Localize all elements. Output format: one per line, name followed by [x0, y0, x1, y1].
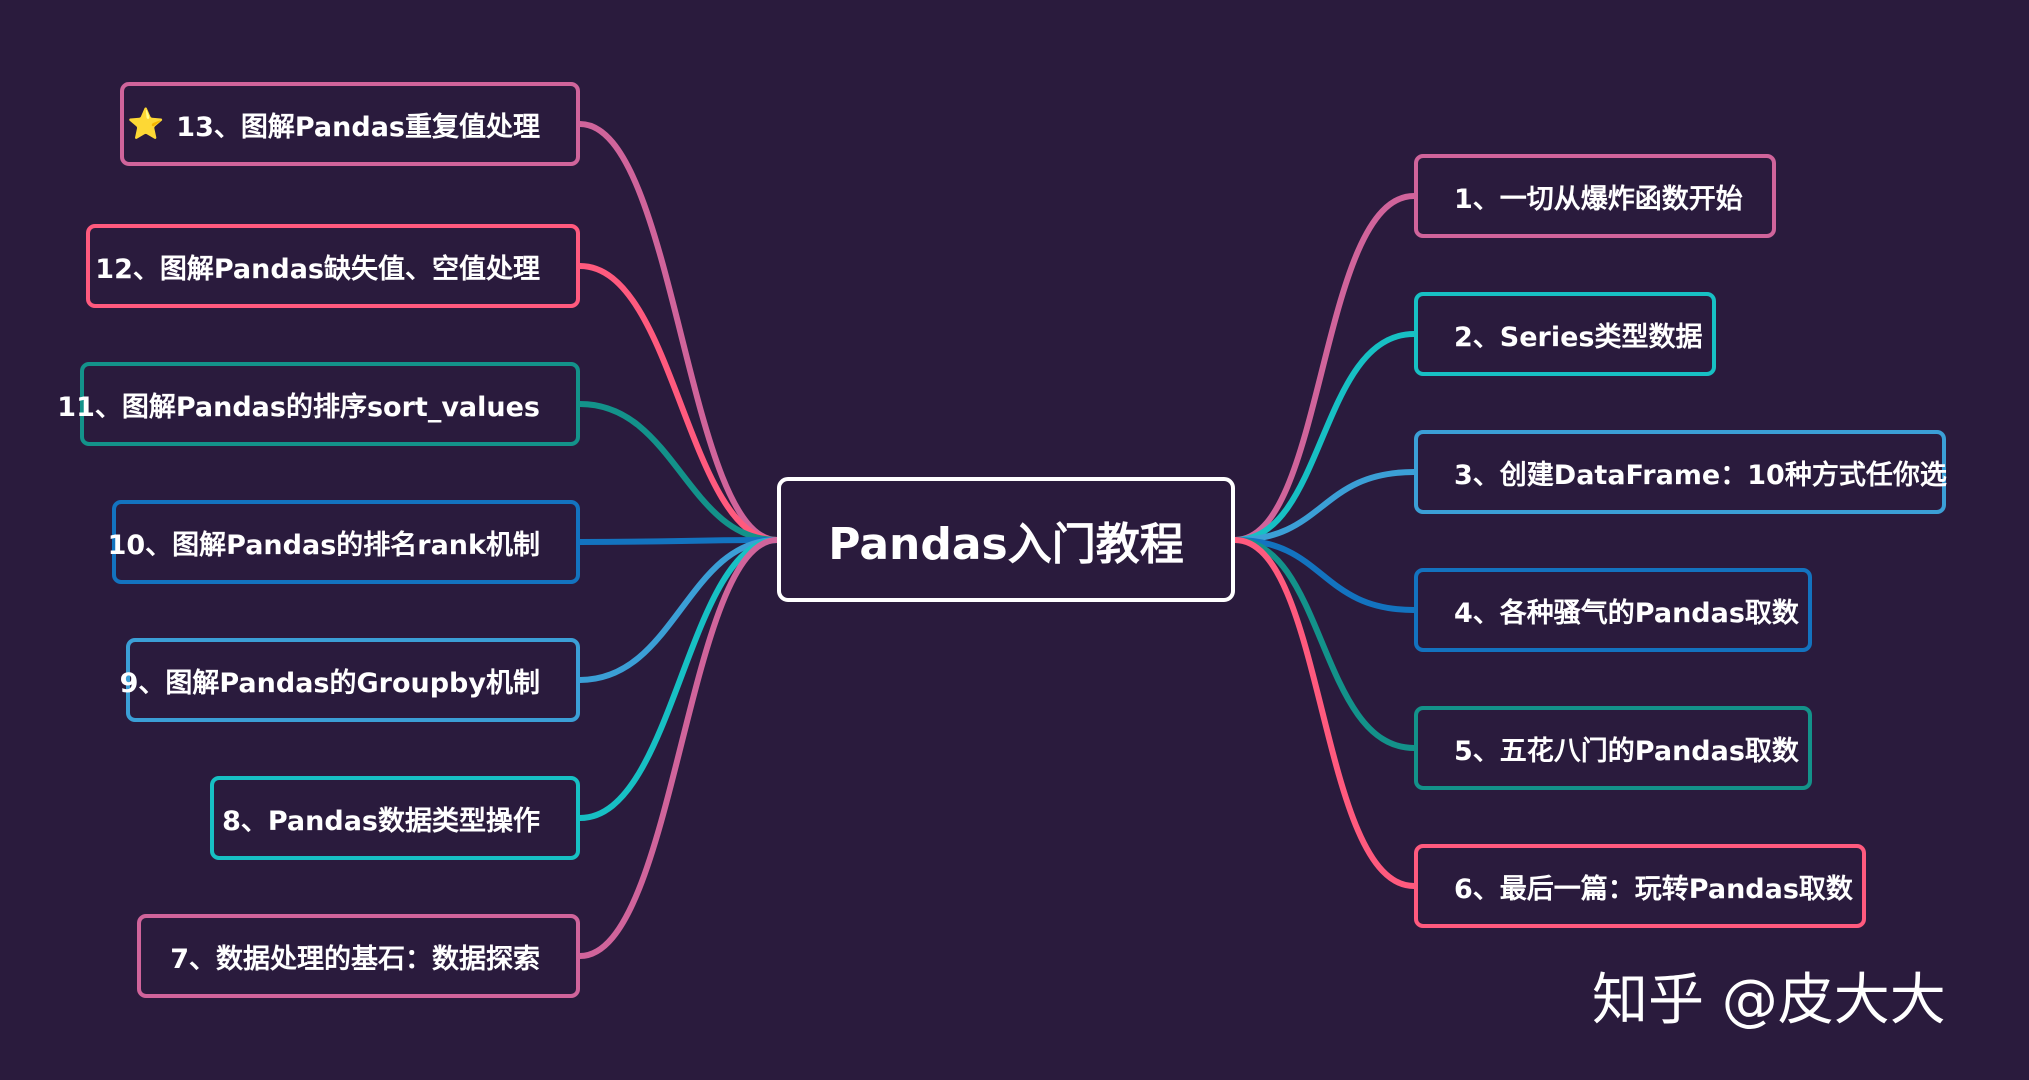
topic-label-9: 9、图解Pandas的Groupby机制 — [119, 667, 540, 699]
connector-left-2 — [577, 263, 780, 543]
topic-label-2: 2、Series类型数据 — [1454, 321, 1703, 353]
connector-left-6 — [577, 537, 780, 821]
topic-node-3[interactable]: 3、创建DataFrame：10种方式任你选 — [1414, 430, 1947, 514]
topic-node-4[interactable]: 4、各种骚气的Pandas取数 — [1414, 568, 1812, 652]
topic-label-12: 12、图解Pandas缺失值、空值处理 — [95, 253, 540, 285]
topic-node-1[interactable]: 1、一切从爆炸函数开始 — [1414, 154, 1776, 238]
topic-node-10[interactable]: 10、图解Pandas的排名rank机制 — [108, 500, 580, 584]
connector-right-2 — [1232, 331, 1417, 543]
topic-label-3: 3、创建DataFrame：10种方式任你选 — [1454, 459, 1947, 491]
root-topic-label: Pandas入门教程 — [828, 518, 1184, 570]
topic-label-8: 8、Pandas数据类型操作 — [222, 805, 540, 837]
topic-label-1: 1、一切从爆炸函数开始 — [1454, 183, 1743, 215]
topic-label-7: 7、数据处理的基石：数据探索 — [170, 943, 540, 975]
connector-left-5 — [577, 537, 780, 683]
topic-node-5[interactable]: 5、五花八门的Pandas取数 — [1414, 706, 1812, 790]
topic-node-11[interactable]: 11、图解Pandas的排序sort_values — [57, 362, 580, 446]
connector-right-1 — [1232, 193, 1417, 543]
topic-node-9[interactable]: 9、图解Pandas的Groupby机制 — [120, 638, 580, 722]
topic-node-6[interactable]: 6、最后一篇：玩转Pandas取数 — [1414, 844, 1866, 928]
connector-right-3 — [1232, 469, 1417, 543]
connector-left-1 — [577, 121, 780, 543]
topic-node-13[interactable]: ⭐ 13、图解Pandas重复值处理 — [120, 82, 580, 166]
connector-right-6 — [1232, 537, 1417, 889]
topic-label-4: 4、各种骚气的Pandas取数 — [1454, 597, 1799, 629]
watermark-text: 知乎 @皮大大 — [1592, 968, 1946, 1033]
topic-node-7[interactable]: 7、数据处理的基石：数据探索 — [137, 914, 580, 998]
connector-left-7 — [577, 537, 780, 959]
connector-left-4 — [577, 537, 780, 545]
topic-label-13: 13、图解Pandas重复值处理 — [176, 111, 540, 143]
topic-label-5: 5、五花八门的Pandas取数 — [1454, 735, 1799, 767]
topic-node-8[interactable]: 8、Pandas数据类型操作 — [210, 776, 580, 860]
topic-node-2[interactable]: 2、Series类型数据 — [1414, 292, 1716, 376]
topic-label-10: 10、图解Pandas的排名rank机制 — [107, 529, 540, 561]
connector-right-4 — [1232, 537, 1417, 613]
root-topic-node[interactable]: Pandas入门教程 — [777, 477, 1235, 602]
topic-label-6: 6、最后一篇：玩转Pandas取数 — [1454, 873, 1853, 905]
topic-node-12[interactable]: 12、图解Pandas缺失值、空值处理 — [86, 224, 580, 308]
topic-label-11: 11、图解Pandas的排序sort_values — [57, 391, 540, 423]
star-icon: ⭐ — [126, 106, 165, 142]
connector-left-3 — [577, 401, 780, 543]
connector-right-5 — [1232, 537, 1417, 751]
